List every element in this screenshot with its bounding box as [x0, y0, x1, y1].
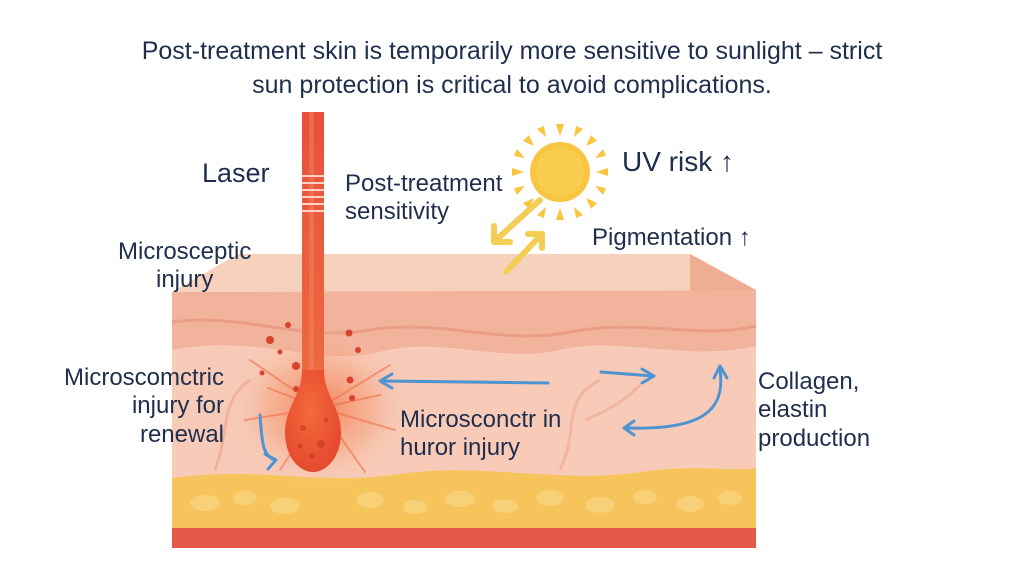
label-collagen-production: Collagen, elastin production: [758, 368, 870, 453]
label-microscomctric-line3: renewal: [139, 420, 224, 448]
label-microscomctric-line2: injury for: [131, 392, 224, 420]
label-microsconctr-line2: huror injury: [400, 434, 521, 462]
label-microscomctric-injury: Microscomctric injury for renewal: [28, 364, 224, 449]
label-uv-risk: UV risk ↑: [622, 146, 734, 177]
base-layer: [172, 528, 756, 548]
sun-icon: [512, 124, 608, 220]
caption: Post-treatment skin is temporarily more …: [0, 34, 1024, 102]
label-pigmentation: Pigmentation ↑: [592, 224, 751, 251]
label-collagen-line3: production: [758, 424, 871, 452]
label-microsconctr-injury: Microsconctr in huror injury: [400, 406, 561, 463]
label-microsceptic-line1: Microsceptic: [118, 238, 252, 265]
flow-arrow-icon: [258, 364, 729, 471]
caption-line-1: Post-treatment skin is temporarily more …: [141, 37, 883, 65]
fat-cells: [190, 490, 742, 514]
micro-injury-dots: [259, 322, 361, 401]
caption-line-2: sun protection is critical to avoid comp…: [252, 71, 772, 99]
label-collagen-line2: elastin: [758, 396, 828, 424]
skin-top-surface: [172, 254, 756, 292]
dermal-junction: [171, 318, 757, 338]
label-microsconctr-line1: Microsconctr in: [400, 406, 562, 433]
uv-arrow-icon: [491, 197, 545, 275]
label-microsceptic-injury: Microsceptic injury: [118, 238, 251, 295]
label-microscomctric-line1: Microscomctric: [64, 364, 224, 391]
label-post-treatment-sensitivity: Post-treatment sensitivity: [345, 170, 502, 227]
label-collagen-line1: Collagen,: [758, 368, 860, 395]
laser-beam-icon: [285, 112, 341, 472]
label-microsceptic-line2: injury: [156, 266, 214, 294]
vessel-right: [558, 378, 642, 471]
label-post-treatment-line1: Post-treatment: [345, 170, 503, 197]
label-laser: Laser: [202, 158, 270, 188]
label-post-treatment-line2: sensitivity: [345, 198, 450, 226]
